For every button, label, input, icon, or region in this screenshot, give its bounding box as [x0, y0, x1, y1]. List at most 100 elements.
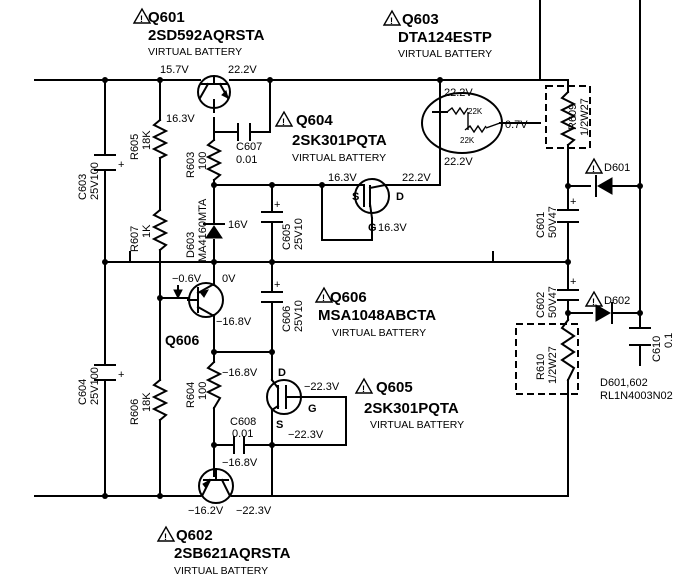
q602-v-e: −22.3V — [236, 505, 272, 517]
c601-value: 50V47 — [547, 206, 559, 238]
r607-ref: R607 — [129, 226, 141, 252]
q605-fet — [266, 378, 302, 415]
q602-v-b: −16.8V — [222, 457, 258, 469]
warning-triangle-icon: ! — [584, 157, 604, 174]
junctions — [102, 77, 643, 499]
c601-capacitor: + — [557, 196, 579, 223]
q601-part: 2SD592AQRSTA — [148, 27, 265, 44]
q604-v-s: 16.3V — [328, 172, 357, 184]
q602-v-c: −16.2V — [188, 505, 224, 517]
c610-capacitor — [629, 327, 651, 346]
warning-triangle-icon: ! — [354, 377, 374, 394]
r610-value: 1/2W27 — [547, 346, 559, 384]
q601-note: VIRTUAL BATTERY — [148, 46, 242, 58]
r610-fusible-resistor — [515, 318, 579, 395]
q606-v-b: −0.6V — [172, 273, 202, 285]
q603-v-right: 0.7V — [505, 119, 528, 131]
q603-v-bot: 22.2V — [444, 156, 473, 168]
svg-text:!: ! — [592, 297, 595, 307]
q601-v-b: 16.3V — [166, 113, 195, 125]
d603-zener-diode — [203, 204, 225, 239]
q602-note: VIRTUAL BATTERY — [174, 565, 268, 577]
d603-value: MA4160MTA — [197, 198, 209, 262]
warning-triangle-icon: ! — [274, 110, 294, 127]
q604-fet — [354, 178, 390, 220]
q606-left-label: Q606 — [165, 332, 199, 348]
q605-part: 2SK301PQTA — [364, 400, 459, 417]
q605-v-g: −22.3V — [304, 381, 340, 393]
c610-value: 0.1 — [663, 333, 675, 348]
c604-value: 25V100 — [89, 367, 101, 405]
c607-capacitor — [237, 123, 251, 141]
c606-value: 25V10 — [293, 300, 305, 332]
d603-ref: D603 — [185, 232, 197, 258]
q604-v-g: 16.3V — [378, 222, 407, 234]
svg-text:!: ! — [282, 117, 285, 127]
q606-v-c: −16.8V — [216, 316, 252, 328]
c603-ref: C603 — [77, 174, 89, 200]
q604-pin-s: S — [352, 191, 359, 203]
svg-text:+: + — [274, 279, 280, 291]
r605-resistor — [151, 118, 169, 160]
r607-value: 1K — [141, 224, 153, 238]
svg-text:!: ! — [362, 384, 365, 394]
q606-note: VIRTUAL BATTERY — [332, 327, 426, 339]
r604-resistor — [205, 360, 223, 410]
r609-fusible-resistor — [545, 85, 591, 149]
r603-resistor — [205, 138, 223, 182]
q603-transistor: 22K 22K — [421, 92, 503, 156]
q601-transistor — [197, 75, 231, 109]
c603-capacitor: + — [94, 154, 124, 171]
c604-capacitor: + — [94, 364, 124, 381]
q604-ref: Q604 — [296, 112, 333, 129]
svg-text:+: + — [118, 159, 124, 171]
c610-ref: C610 — [651, 336, 663, 362]
svg-text:+: + — [570, 276, 576, 288]
svg-text:22K: 22K — [468, 107, 483, 116]
c605-capacitor: + — [261, 199, 283, 223]
q605-v-s: −22.3V — [288, 429, 324, 441]
c608-capacitor — [233, 436, 245, 454]
c606-ref: C606 — [281, 306, 293, 332]
q605-pin-g: G — [308, 403, 317, 415]
q604-note: VIRTUAL BATTERY — [292, 152, 386, 164]
warning-icons: ! ! ! ! ! ! ! ! — [132, 7, 604, 542]
q602-ref: Q602 — [176, 527, 213, 544]
r607-resistor — [151, 208, 169, 252]
q604-pin-d: D — [396, 191, 404, 203]
r603-ref: R603 — [185, 152, 197, 178]
q601-v-c: 15.7V — [160, 64, 189, 76]
c605-ref: C605 — [281, 224, 293, 250]
q606-part: MSA1048ABCTA — [318, 307, 436, 324]
diode-note-line1: D601,602 — [600, 377, 648, 389]
svg-text:!: ! — [140, 14, 143, 24]
warning-triangle-icon: ! — [314, 286, 334, 303]
q606-ref: Q606 — [330, 289, 367, 306]
svg-text:+: + — [118, 369, 124, 381]
q605-ref: Q605 — [376, 379, 413, 396]
q606-v-e: 0V — [222, 273, 236, 285]
warning-triangle-icon: ! — [156, 525, 176, 542]
r605-ref: R605 — [129, 134, 141, 160]
c605-value: 25V10 — [293, 218, 305, 250]
d602-ref: D602 — [604, 295, 630, 307]
q605-note: VIRTUAL BATTERY — [370, 419, 464, 431]
c604-ref: C604 — [77, 379, 89, 405]
r604-value: 100 — [197, 382, 209, 400]
q605-pin-s: S — [276, 419, 283, 431]
svg-text:!: ! — [390, 16, 393, 26]
ground-symbol-right — [487, 251, 499, 263]
d602-diode — [595, 302, 613, 324]
q603-ref: Q603 — [402, 11, 439, 28]
ground-symbol-left — [117, 251, 131, 263]
c602-ref: C602 — [535, 292, 547, 318]
c602-capacitor: + — [557, 276, 579, 301]
r609-value: 1/2W27 — [579, 98, 591, 136]
q605-v-d: −16.8V — [222, 367, 258, 379]
r604-ref: R604 — [185, 382, 197, 408]
r609-ref: R609 — [567, 104, 579, 130]
r606-ref: R606 — [129, 399, 141, 425]
svg-text:!: ! — [164, 532, 167, 542]
q603-note: VIRTUAL BATTERY — [398, 48, 492, 60]
